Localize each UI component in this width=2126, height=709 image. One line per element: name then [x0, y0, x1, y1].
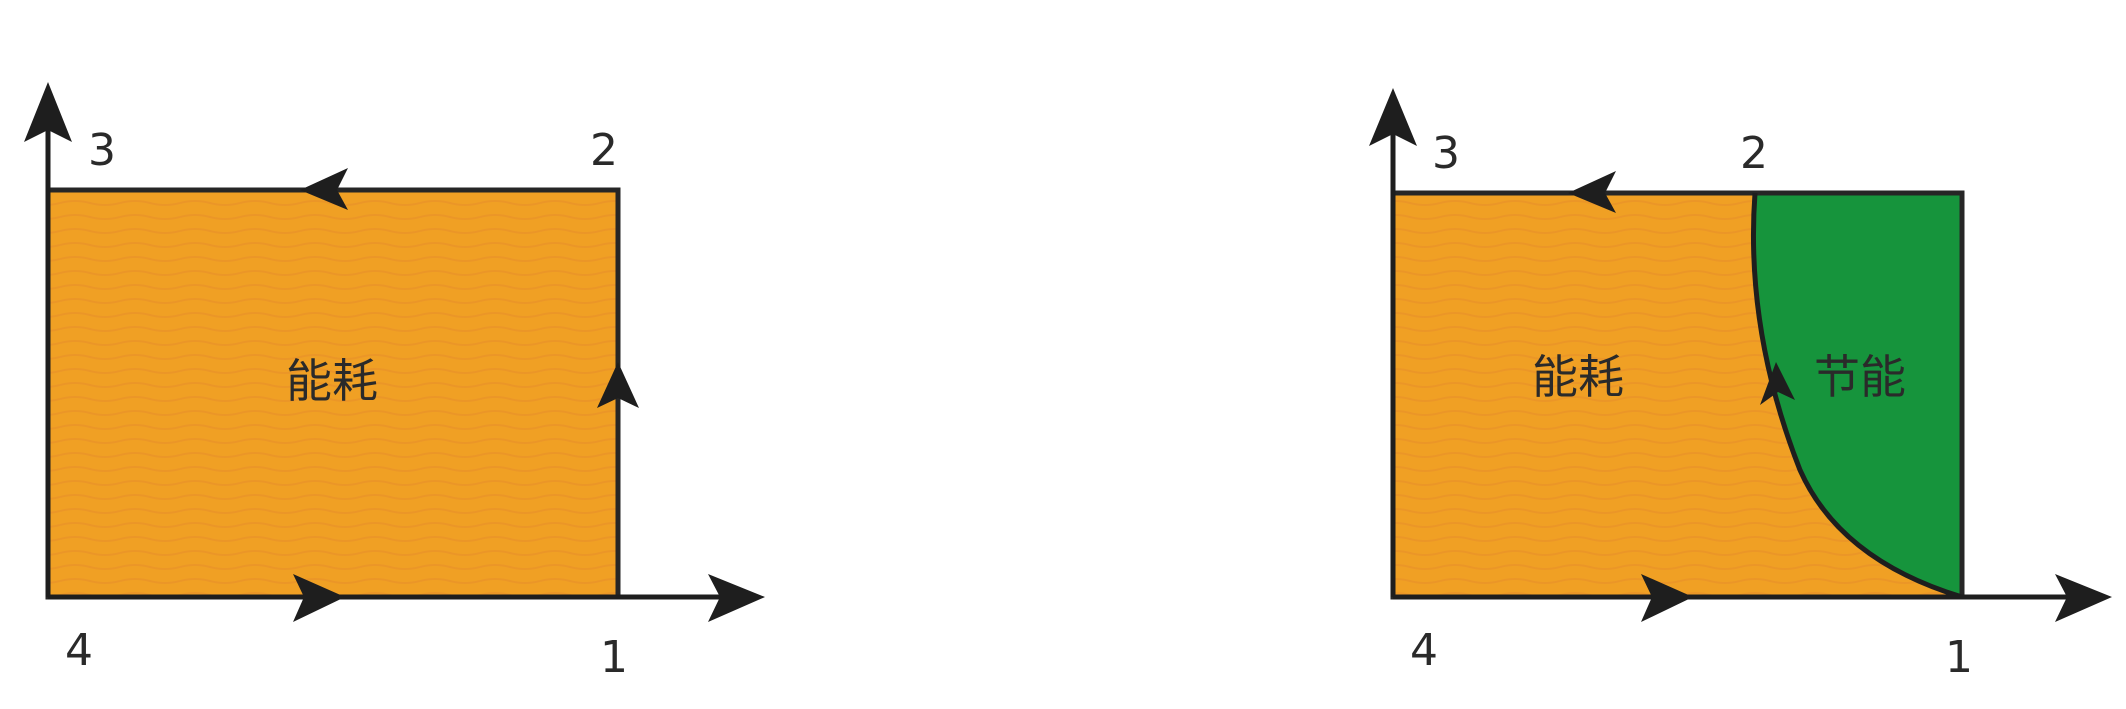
right-corner-label-2: 2 — [1740, 128, 1768, 179]
left-energy-label: 能耗 — [286, 354, 378, 408]
right-bottom-direction-arrow-icon — [1641, 574, 1693, 622]
right-diagram: 3 2 4 1 能耗 节能 — [1369, 88, 2112, 683]
right-corner-label-3: 3 — [1432, 128, 1460, 179]
left-corner-label-3: 3 — [88, 125, 116, 176]
right-corner-label-1: 1 — [1945, 632, 1973, 683]
right-top-direction-arrow-icon — [1568, 171, 1616, 213]
left-diagram: 3 2 4 1 能耗 — [24, 82, 765, 683]
right-energy-region — [1393, 193, 1962, 597]
right-corner-label-4: 4 — [1410, 625, 1438, 676]
left-y-axis-arrow-icon — [24, 82, 72, 142]
left-energy-region — [48, 190, 618, 597]
left-corner-label-4: 4 — [65, 625, 93, 676]
left-corner-label-2: 2 — [590, 125, 618, 176]
right-y-axis-arrow-icon — [1369, 88, 1417, 146]
right-x-axis-arrow-icon — [2055, 574, 2112, 622]
right-energy-label: 能耗 — [1532, 350, 1624, 404]
right-saving-label: 节能 — [1814, 350, 1906, 404]
left-corner-label-1: 1 — [600, 632, 628, 683]
right-process-curve — [1750, 192, 1963, 600]
left-top-direction-arrow-icon — [300, 168, 348, 210]
left-right-direction-arrow-icon — [597, 362, 639, 408]
left-bottom-direction-arrow-icon — [293, 574, 345, 622]
right-curve-direction-arrow-icon — [1760, 362, 1795, 405]
left-x-axis-arrow-icon — [708, 574, 765, 622]
right-saving-region — [1753, 193, 1962, 597]
